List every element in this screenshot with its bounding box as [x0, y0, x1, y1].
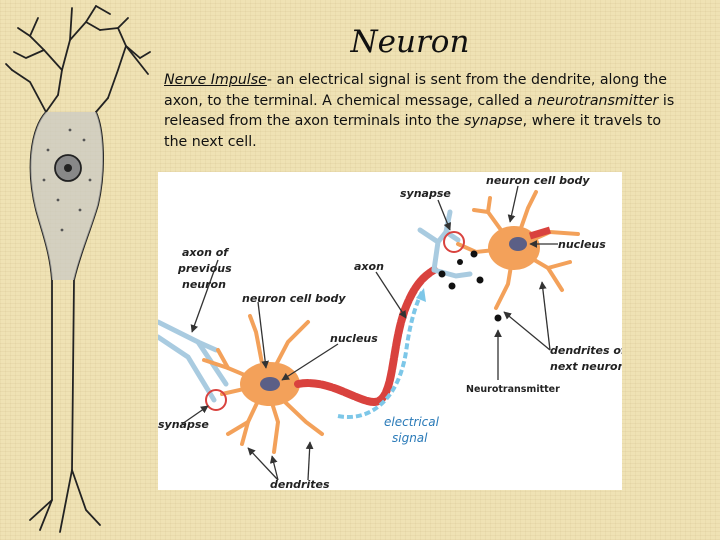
label-synapse-bottom: synapse [158, 418, 209, 431]
neuron-sketch-illustration [5, 5, 151, 533]
term-neurotransmitter: neurotransmitter [537, 92, 659, 109]
term-dash: - [266, 72, 277, 88]
label-dendrites-next-line2: next neuron [550, 360, 622, 373]
label-axon-of-line3: neuron [182, 278, 226, 291]
page-title: Neuron [350, 24, 470, 60]
term-nerve-impulse: Nerve Impulse [164, 72, 267, 88]
label-axon-of-line2: previous [177, 262, 232, 275]
axon [294, 266, 438, 407]
synapse-marker-bottom [205, 389, 227, 411]
term-synapse: synapse [464, 113, 523, 129]
label-dendrites: dendrites [270, 478, 330, 490]
electrical-signal-arrow [337, 291, 424, 419]
description-paragraph: Nerve Impulse- an electrical signal is s… [164, 70, 684, 152]
paragraph-text-3: , where it travels to the next cell. [164, 113, 662, 150]
paragraph-text-2: is released from the axon terminals into… [164, 92, 675, 130]
label-axon-of-line1: axon of [182, 246, 229, 259]
label-neuron-cell-body-top: neuron cell body [486, 174, 590, 187]
label-neurotransmitter: Neurotransmitter [466, 384, 560, 395]
label-nucleus-left: nucleus [330, 332, 378, 345]
paragraph-text-1: an electrical signal is sent from the de… [164, 72, 667, 109]
label-nucleus-right: nucleus [558, 238, 606, 251]
neurotransmitter-dots [438, 250, 502, 322]
previous-axon-terminal [158, 319, 229, 403]
label-electrical-line1: electrical [384, 415, 440, 429]
neuron-diagram: synapse neuron cell body nucleus axon of… [158, 172, 622, 490]
label-synapse-top: synapse [400, 187, 451, 200]
label-axon: axon [354, 260, 384, 273]
synapse-marker-top [443, 231, 465, 253]
label-electrical-line2: signal [392, 431, 428, 445]
label-neuron-cell-body-left: neuron cell body [242, 292, 346, 305]
label-dendrites-next-line1: dendrites of [550, 344, 622, 357]
